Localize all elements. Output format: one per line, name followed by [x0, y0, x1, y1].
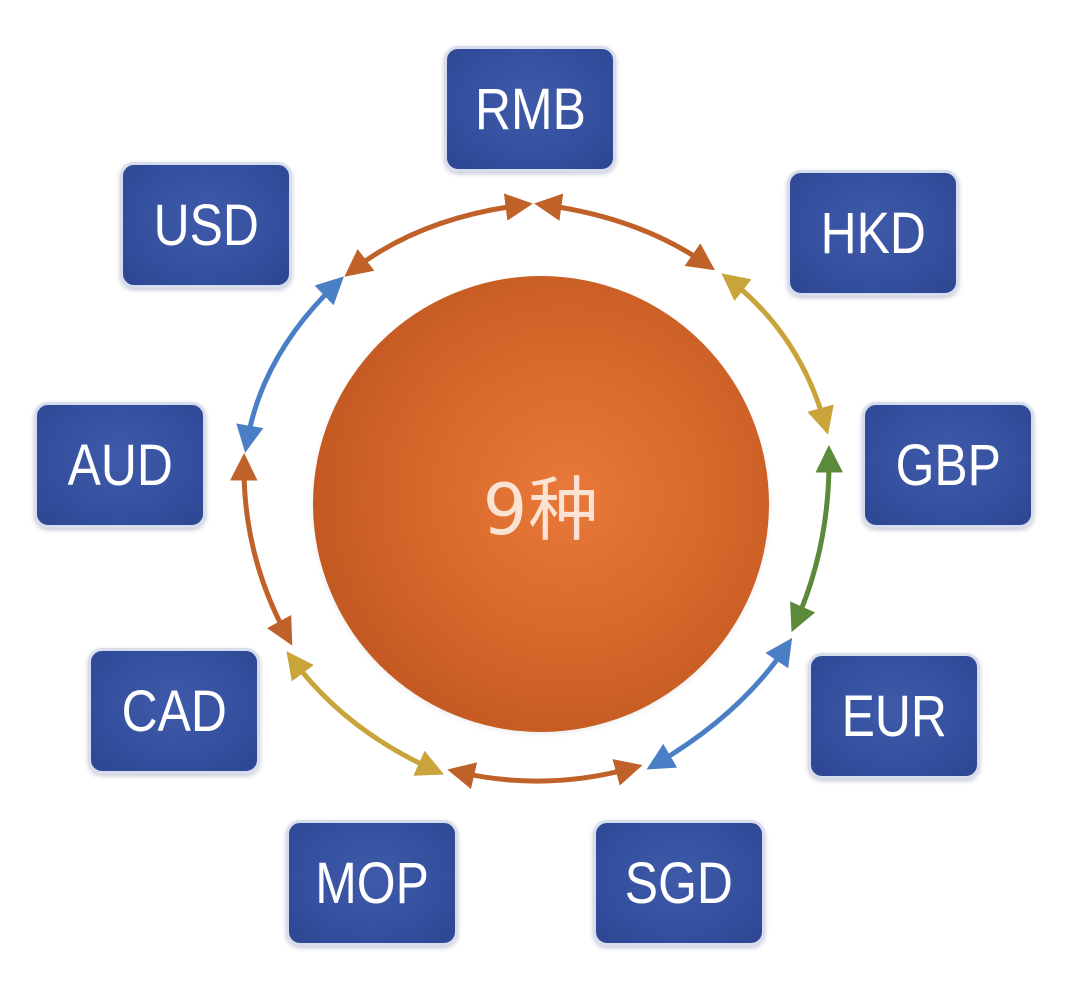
arrow-cad-aud — [230, 453, 293, 646]
currency-box-eur: EUR — [808, 653, 980, 779]
currency-label-aud: AUD — [67, 432, 173, 498]
currency-box-cad: CAD — [88, 648, 260, 774]
center-label: 9种 — [482, 468, 600, 551]
currency-box-mop: MOP — [286, 820, 458, 946]
currency-box-rmb: RMB — [444, 46, 616, 172]
arrow-rmb-hkd — [534, 193, 716, 271]
currency-label-eur: EUR — [841, 683, 947, 749]
center-circle — [313, 276, 769, 732]
currency-label-cad: CAD — [121, 678, 227, 744]
currency-box-sgd: SGD — [593, 820, 765, 946]
currency-label-usd: USD — [153, 192, 259, 258]
currency-label-gbp: GBP — [895, 432, 1001, 498]
arrow-usd-rmb — [344, 193, 533, 277]
currency-label-hkd: HKD — [820, 200, 926, 266]
currency-label-sgd: SGD — [624, 850, 734, 916]
arrow-gbp-eur — [790, 445, 843, 633]
currency-label-mop: MOP — [315, 850, 429, 916]
currency-box-hkd: HKD — [787, 170, 959, 296]
currency-box-usd: USD — [120, 162, 292, 288]
arrow-sgd-mop — [447, 759, 643, 790]
currency-box-aud: AUD — [34, 402, 206, 528]
currency-box-gbp: GBP — [862, 402, 1034, 528]
currency-label-rmb: RMB — [474, 76, 586, 142]
